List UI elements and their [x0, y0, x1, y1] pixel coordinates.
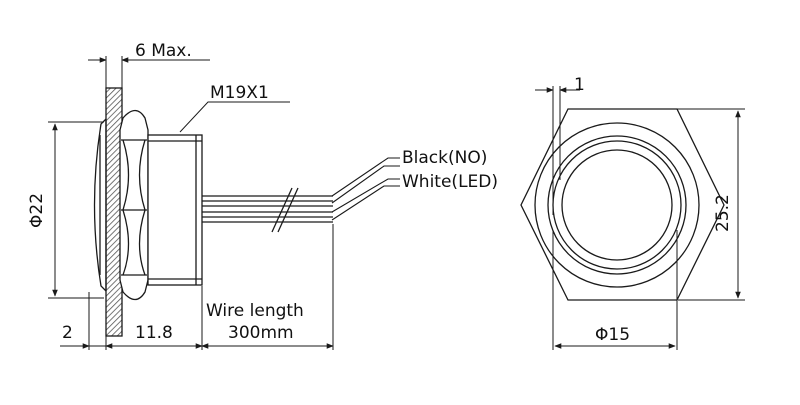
side-view [93, 87, 333, 337]
bezel-circle-mid [547, 135, 687, 275]
label-front-height: 25.2 [713, 194, 733, 232]
label-diameter-outer: Φ22 [27, 193, 47, 228]
label-wire-length-1: Wire length [206, 301, 304, 321]
label-wire-black: Black(NO) [402, 148, 487, 168]
label-wire-length-2: 300mm [228, 323, 294, 343]
bezel-circle-inner [552, 140, 682, 270]
wire-leaders [331, 157, 400, 221]
bezel-circle-outer [534, 122, 700, 288]
button-face [561, 149, 673, 261]
label-thread: M19X1 [210, 83, 269, 103]
label-body-length: 11.8 [135, 323, 173, 343]
wire-break-mark [271, 187, 293, 233]
label-front-diameter: Φ15 [595, 325, 630, 345]
label-wire-white: White(LED) [402, 172, 498, 192]
front-view [520, 108, 725, 301]
side-dimensions [48, 56, 334, 350]
label-front-offset: 1 [574, 75, 585, 95]
label-max-thickness: 6 Max. [135, 41, 192, 61]
threaded-body [147, 134, 203, 286]
front-dimensions [535, 86, 745, 350]
wire-bundle [202, 195, 333, 223]
bezel-outline [93, 118, 107, 292]
label-bezel-thickness: 2 [62, 323, 73, 343]
hex-outline [520, 108, 725, 301]
